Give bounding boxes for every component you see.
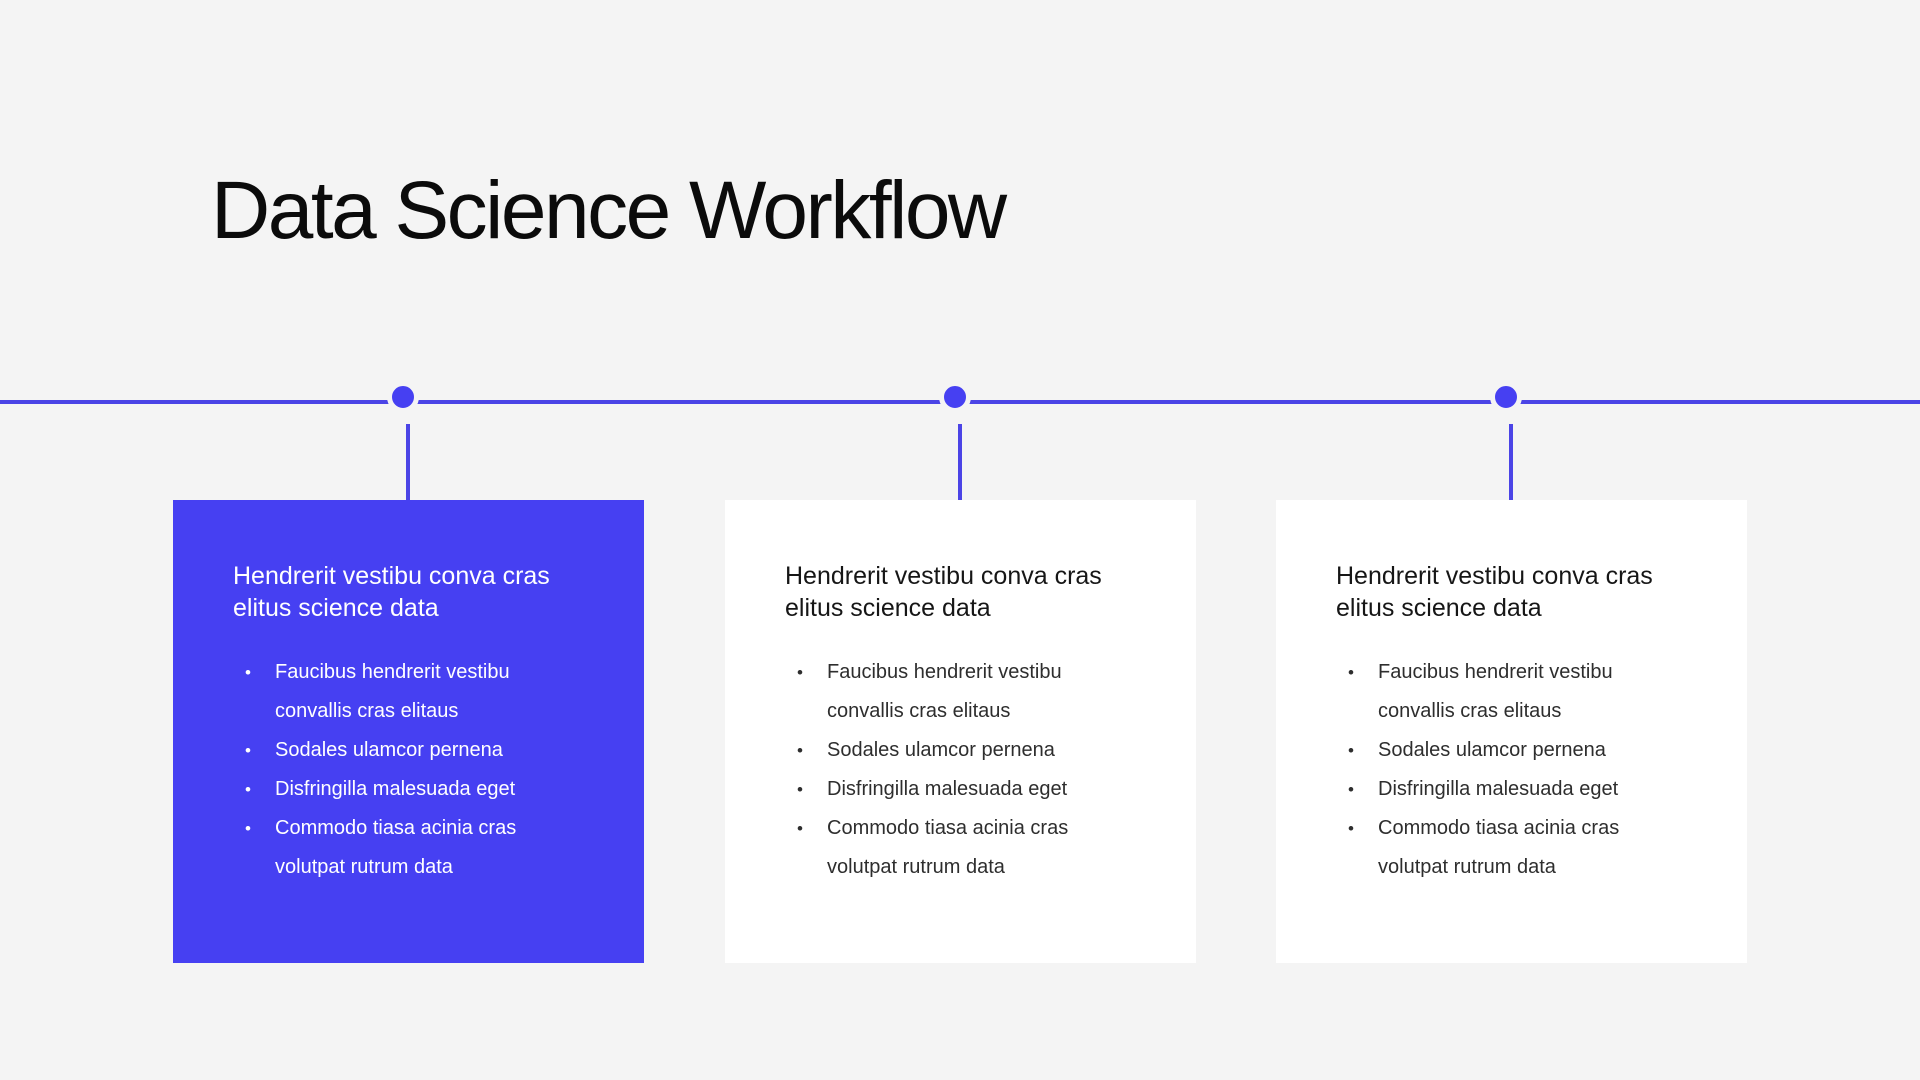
bullet-dot-icon: • xyxy=(245,741,251,760)
bullet-list: • Faucibus hendrerit vestibu convallis c… xyxy=(797,653,1141,887)
timeline-node-dot-3 xyxy=(1490,381,1522,413)
card-heading: Hendrerit vestibu conva cras elitus scie… xyxy=(1336,562,1653,622)
bullet-dot-icon: • xyxy=(1348,780,1354,799)
timeline-connector-2 xyxy=(958,424,962,500)
bullet-text: Faucibus hendrerit vestibu convallis cra… xyxy=(275,661,510,722)
bullet-dot-icon: • xyxy=(245,663,251,682)
bullet-dot-icon: • xyxy=(245,819,251,838)
bullet-text: Commodo tiasa acinia cras volutpat rutru… xyxy=(1378,817,1620,878)
bullet-text: Commodo tiasa acinia cras volutpat rutru… xyxy=(275,817,517,878)
card-heading: Hendrerit vestibu conva cras elitus scie… xyxy=(785,562,1102,622)
bullet-dot-icon: • xyxy=(1348,819,1354,838)
list-item: • Sodales ulamcor pernena xyxy=(797,731,1141,770)
timeline-node-dot-2 xyxy=(939,381,971,413)
bullet-text: Disfringilla malesuada eget xyxy=(827,778,1068,800)
step-card-3: Hendrerit vestibu conva cras elitus scie… xyxy=(1276,500,1747,963)
list-item: • Disfringilla malesuada eget xyxy=(245,770,589,809)
bullet-dot-icon: • xyxy=(797,663,803,682)
bullet-text: Disfringilla malesuada eget xyxy=(1378,778,1619,800)
card-heading: Hendrerit vestibu conva cras elitus scie… xyxy=(233,562,550,622)
step-card-1: Hendrerit vestibu conva cras elitus scie… xyxy=(173,500,644,963)
bullet-dot-icon: • xyxy=(797,741,803,760)
bullet-text: Faucibus hendrerit vestibu convallis cra… xyxy=(1378,661,1613,722)
bullet-text: Disfringilla malesuada eget xyxy=(275,778,516,800)
bullet-text: Commodo tiasa acinia cras volutpat rutru… xyxy=(827,817,1069,878)
list-item: • Commodo tiasa acinia cras volutpat rut… xyxy=(797,809,1141,887)
list-item: • Commodo tiasa acinia cras volutpat rut… xyxy=(1348,809,1692,887)
bullet-dot-icon: • xyxy=(1348,663,1354,682)
timeline-node-dot-1 xyxy=(387,381,419,413)
list-item: • Disfringilla malesuada eget xyxy=(797,770,1141,809)
list-item: • Commodo tiasa acinia cras volutpat rut… xyxy=(245,809,589,887)
bullet-list: • Faucibus hendrerit vestibu convallis c… xyxy=(245,653,589,887)
bullet-list: • Faucibus hendrerit vestibu convallis c… xyxy=(1348,653,1692,887)
list-item: • Sodales ulamcor pernena xyxy=(1348,731,1692,770)
list-item: • Faucibus hendrerit vestibu convallis c… xyxy=(245,653,589,731)
timeline-connector-1 xyxy=(406,424,410,500)
bullet-text: Faucibus hendrerit vestibu convallis cra… xyxy=(827,661,1062,722)
page-title: Data Science Workflow xyxy=(211,165,1007,256)
list-item: • Disfringilla malesuada eget xyxy=(1348,770,1692,809)
list-item: • Faucibus hendrerit vestibu convallis c… xyxy=(1348,653,1692,731)
list-item: • Faucibus hendrerit vestibu convallis c… xyxy=(797,653,1141,731)
bullet-dot-icon: • xyxy=(1348,741,1354,760)
bullet-dot-icon: • xyxy=(797,780,803,799)
bullet-dot-icon: • xyxy=(797,819,803,838)
bullet-dot-icon: • xyxy=(245,780,251,799)
bullet-text: Sodales ulamcor pernena xyxy=(827,739,1055,761)
timeline-connector-3 xyxy=(1509,424,1513,500)
list-item: • Sodales ulamcor pernena xyxy=(245,731,589,770)
bullet-text: Sodales ulamcor pernena xyxy=(275,739,503,761)
bullet-text: Sodales ulamcor pernena xyxy=(1378,739,1606,761)
step-card-2: Hendrerit vestibu conva cras elitus scie… xyxy=(725,500,1196,963)
